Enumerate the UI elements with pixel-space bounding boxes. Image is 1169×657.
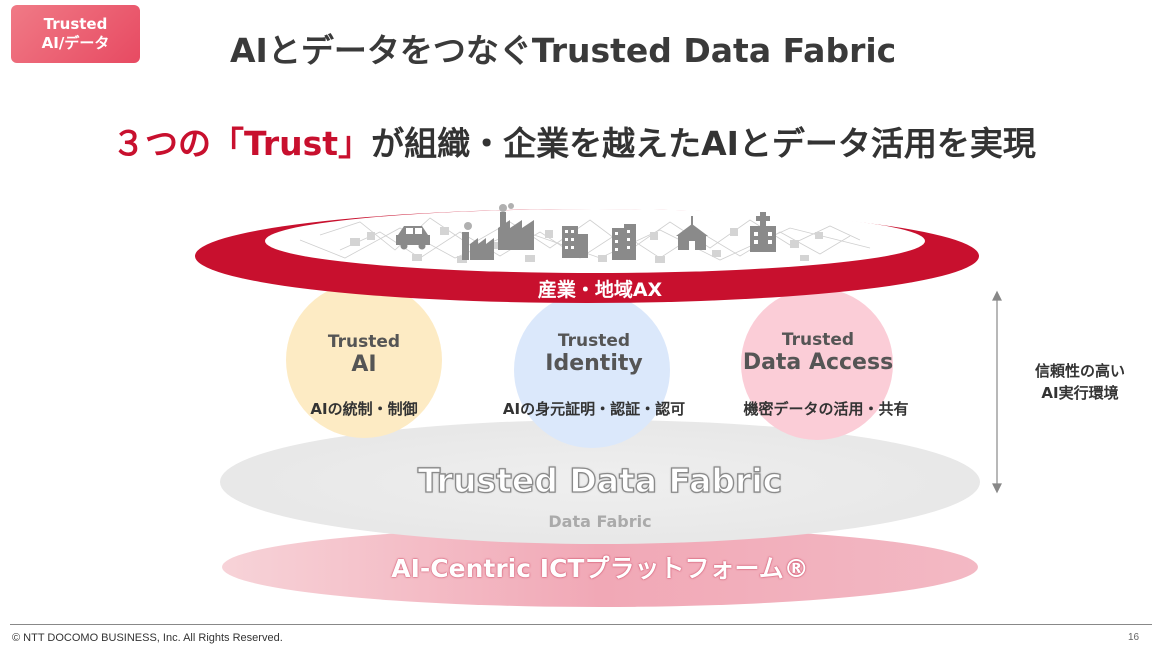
side-label-line-2: AI実行環境 <box>1041 384 1119 402</box>
trusted-ai-tag: Trusted <box>327 332 401 352</box>
car-icon <box>396 226 430 250</box>
ax-ring-label: 産業・地域AX <box>537 279 663 301</box>
badge-line-2: AI/データ <box>41 34 110 52</box>
trusted-ai-title: Trusted AI <box>294 332 434 377</box>
circle-trusted-ai <box>286 282 442 438</box>
headline-accent: ３つの「Trust」 <box>112 124 372 163</box>
trusted-identity-name: Identity <box>545 351 643 376</box>
platform-layer <box>222 527 978 607</box>
trusted-data-access-tag: Trusted <box>781 330 855 350</box>
hospital-icon <box>750 212 776 252</box>
footer-divider <box>10 624 1152 625</box>
trusted-data-fabric-label: Trusted Data Fabric <box>417 460 783 500</box>
ax-ring-inner <box>265 209 925 273</box>
building-icon <box>562 226 588 258</box>
fabric-layer <box>220 420 980 544</box>
trusted-data-access-title: Trusted Data Access <box>722 330 914 375</box>
execution-environment-label: 信頼性の高い AI実行環境 <box>1010 360 1150 404</box>
circle-trusted-data-access <box>741 288 893 440</box>
copyright: © NTT DOCOMO BUSINESS, Inc. All Rights R… <box>12 632 283 644</box>
circle-trusted-identity <box>514 292 670 448</box>
trusted-data-access-desc: 機密データの活用・共有 <box>743 400 909 418</box>
data-fabric-label: Data Fabric <box>548 512 652 531</box>
factory-icon <box>498 203 534 250</box>
trusted-data-access-name: Data Access <box>742 350 894 375</box>
factory-icon <box>462 222 494 260</box>
building-icon <box>612 224 636 260</box>
platform-label: AI-Centric ICTプラットフォーム® <box>391 554 809 583</box>
trusted-identity-desc: AIの身元証明・認証・認可 <box>502 400 686 418</box>
city-blocks <box>350 227 823 263</box>
category-badge: Trusted AI/データ <box>11 5 140 63</box>
trusted-ai-name: AI <box>351 352 377 377</box>
side-label-line-1: 信頼性の高い <box>1034 362 1125 380</box>
badge-line-1: Trusted <box>43 15 108 33</box>
school-icon <box>676 216 708 250</box>
double-arrow-icon <box>992 290 1002 494</box>
trusted-identity-title: Trusted Identity <box>512 331 676 376</box>
trusted-ai-desc: AIの統制・制御 <box>310 400 418 418</box>
page-title: AIとデータをつなぐTrusted Data Fabric <box>230 31 897 70</box>
headline: ３つの「Trust」が組織・企業を越えたAIとデータ活用を実現 <box>112 117 1092 165</box>
trusted-identity-tag: Trusted <box>557 331 631 351</box>
page-number: 16 <box>1128 632 1140 643</box>
headline-rest: が組織・企業を越えたAIとデータ活用を実現 <box>371 124 1036 163</box>
